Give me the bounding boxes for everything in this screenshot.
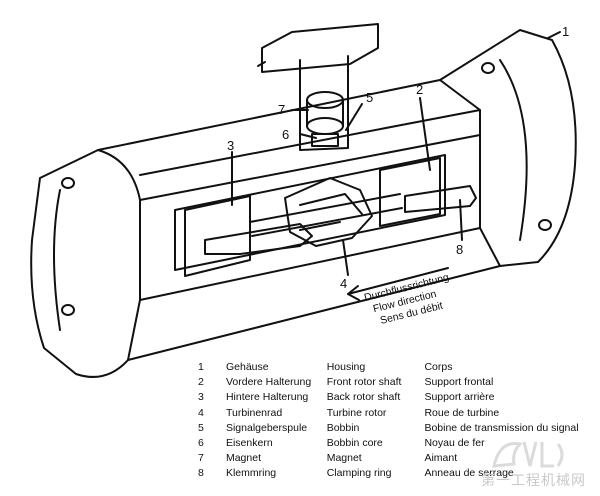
back-rotor-support [184,195,251,277]
legend-french: Aimant [424,452,458,465]
legend-row: 7 Magnet Magnet Aimant [198,451,598,466]
legend-french: Roue de turbine [424,406,500,419]
legend-english: Bobbin [326,421,360,434]
legend-french: Anneau de serrage [424,467,514,480]
legend-german: Klemmring [225,467,277,480]
legend-number: 2 [198,376,204,389]
right-flange [439,29,577,267]
housing-bottom-edge [139,227,481,301]
flange-bolt-hole-right-bottom [538,219,552,231]
turbine-rotor [284,177,373,247]
legend-english: Back rotor shaft [326,391,401,404]
legend-german: Eisenkern [225,436,273,449]
callout-8: 8 [456,242,463,257]
callout-4: 4 [340,276,347,291]
front-rotor-support [379,157,441,227]
left-flange [30,149,141,378]
parts-legend: 1 Gehäuse Housing Corps 2 Vordere Halter… [198,360,598,482]
flange-bolt-hole-left-top [61,177,75,189]
legend-row: 6 Eisenkern Bobbin core Noyau de fer [198,436,598,451]
callout-5: 5 [366,90,373,105]
flow-arrow [347,267,449,295]
watermark-logo [492,441,564,468]
legend-german: Turbinenrad [225,406,283,419]
legend-english: Housing [326,361,366,373]
watermark-text: 第一工程机械网 [481,473,586,489]
legend-number: 4 [198,406,204,419]
legend-german: Magnet [225,452,261,465]
legend-french: Support arrière [424,391,495,404]
legend-french: Support frontal [424,376,494,389]
callout-7: 7 [278,102,285,117]
legend-german: Signalgeberspule [225,421,308,434]
legend-german: Gehäuse [225,361,269,373]
callout-2: 2 [416,82,423,97]
legend-french: Corps [424,361,453,373]
flange-bolt-hole-left-bottom [61,304,75,316]
legend-english: Magnet [326,452,362,465]
legend-number: 5 [198,421,204,434]
legend-number: 7 [198,452,204,465]
legend-french: Noyau de fer [424,436,485,449]
legend-german: Hintere Halterung [225,391,309,404]
legend-german: Vordere Halterung [225,376,312,389]
legend-row: 1 Gehäuse Housing Corps [198,360,598,375]
housing-top-edge [97,79,441,151]
bobbin-coil [311,133,339,147]
legend-english: Bobbin core [326,436,383,449]
legend-number: 8 [198,467,204,480]
legend-row: 8 Klemmring Clamping ring Anneau de serr… [198,466,598,481]
flange-bolt-hole-right-top [481,62,495,74]
legend-row: 2 Vordere Halterung Front rotor shaft Su… [198,375,598,390]
legend-english: Turbine rotor [326,406,387,419]
callout-3: 3 [227,138,234,153]
legend-number: 1 [198,361,204,373]
legend-row: 3 Hintere Halterung Back rotor shaft Sup… [198,390,598,405]
legend-english: Front rotor shaft [326,376,402,389]
legend-row: 5 Signalgeberspule Bobbin Bobine de tran… [198,421,598,436]
legend-number: 3 [198,391,204,404]
legend-number: 6 [198,436,204,449]
callout-1: 1 [562,24,569,39]
pickup-head [261,23,379,73]
legend-french: Bobine de transmission du signal [424,421,579,434]
rotor-shaft [249,193,403,237]
legend-english: Clamping ring [326,467,392,480]
callout-6: 6 [282,127,289,142]
legend-row: 4 Turbinenrad Turbine rotor Roue de turb… [198,406,598,421]
